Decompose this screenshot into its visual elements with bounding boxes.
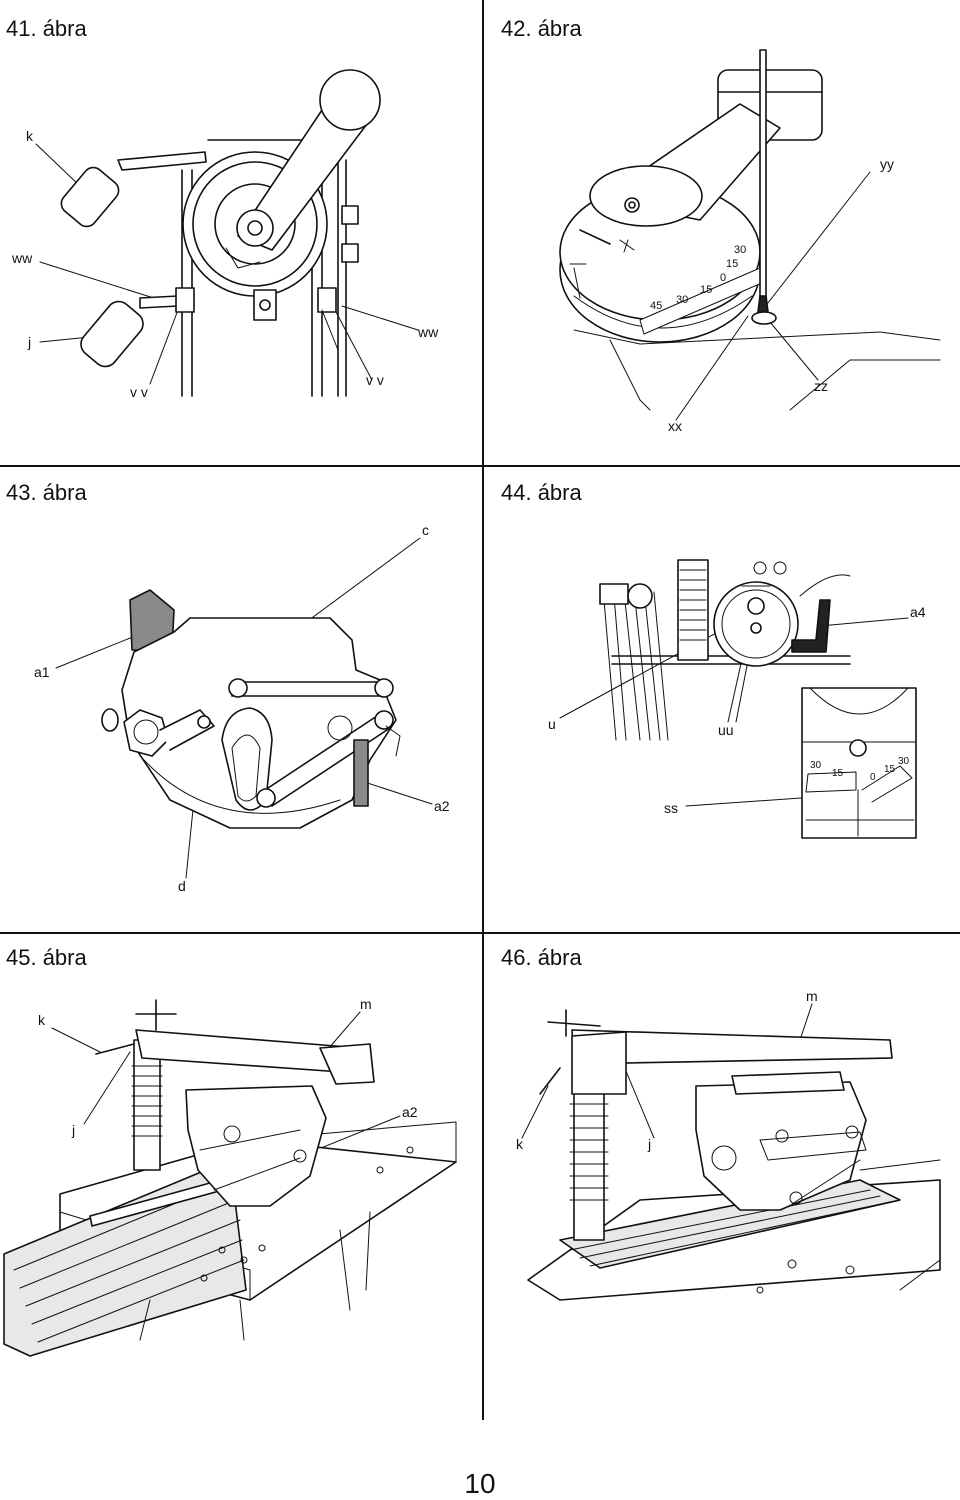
fig45-label-a2: a2 [402, 1104, 418, 1120]
fig43-label-a1: a1 [34, 664, 50, 680]
fig44-label-u: u [548, 716, 556, 732]
fig41-label-vv-right: v v [366, 372, 384, 388]
fig43-label-a2: a2 [434, 798, 450, 814]
grid-horizontal-divider-2 [0, 932, 960, 934]
grid-vertical-divider [482, 0, 484, 1420]
figure-43-title: 43. ábra [6, 480, 87, 505]
figure-42-title: 42. ábra [501, 16, 582, 41]
fig41-label-k: k [26, 128, 33, 144]
fig44-label-a4: a4 [910, 604, 926, 620]
page-number: 10 [464, 1468, 496, 1499]
fig46-label-m: m [806, 988, 818, 1004]
fig42-scale-30a: 30 [676, 294, 689, 306]
fig45-label-k: k [38, 1012, 45, 1028]
figure-44-title: 44. ábra [501, 480, 582, 505]
figure-41-title: 41. ábra [6, 16, 87, 41]
fig46-label-k: k [516, 1136, 523, 1152]
fig42-scale-30b: 30 [734, 244, 747, 256]
fig44-label-uu: uu [718, 722, 734, 738]
fig45-label-m: m [360, 996, 372, 1012]
fig44-scale-30b: 30 [898, 756, 910, 767]
fig44-label-ss: ss [664, 800, 678, 816]
fig42-scale-0: 0 [720, 272, 727, 284]
fig43-label-c: c [422, 522, 429, 538]
fig42-label-zz: zz [814, 378, 828, 394]
fig41-label-j: j [28, 334, 32, 350]
fig44-scale-15b: 15 [884, 764, 896, 775]
fig44-scale-0: 0 [870, 772, 876, 783]
fig41-label-ww-right: ww [418, 324, 439, 340]
fig41-label-vv-left: v v [130, 384, 148, 400]
fig45-label-j: j [72, 1122, 76, 1138]
fig46-label-j: j [648, 1136, 652, 1152]
figure-45-title: 45. ábra [6, 945, 87, 970]
fig42-scale-45: 45 [650, 300, 663, 312]
fig44-scale-30a: 30 [810, 760, 822, 771]
fig42-scale-15b: 15 [726, 258, 739, 270]
figure-46-title: 46. ábra [501, 945, 582, 970]
fig44-scale-15a: 15 [832, 768, 844, 779]
fig42-label-xx: xx [668, 418, 682, 434]
fig42-label-yy: yy [880, 156, 894, 172]
grid-horizontal-divider-1 [0, 465, 960, 467]
fig41-label-ww-left: ww [12, 250, 33, 266]
fig42-scale-15a: 15 [700, 284, 713, 296]
fig43-label-d: d [178, 878, 186, 894]
